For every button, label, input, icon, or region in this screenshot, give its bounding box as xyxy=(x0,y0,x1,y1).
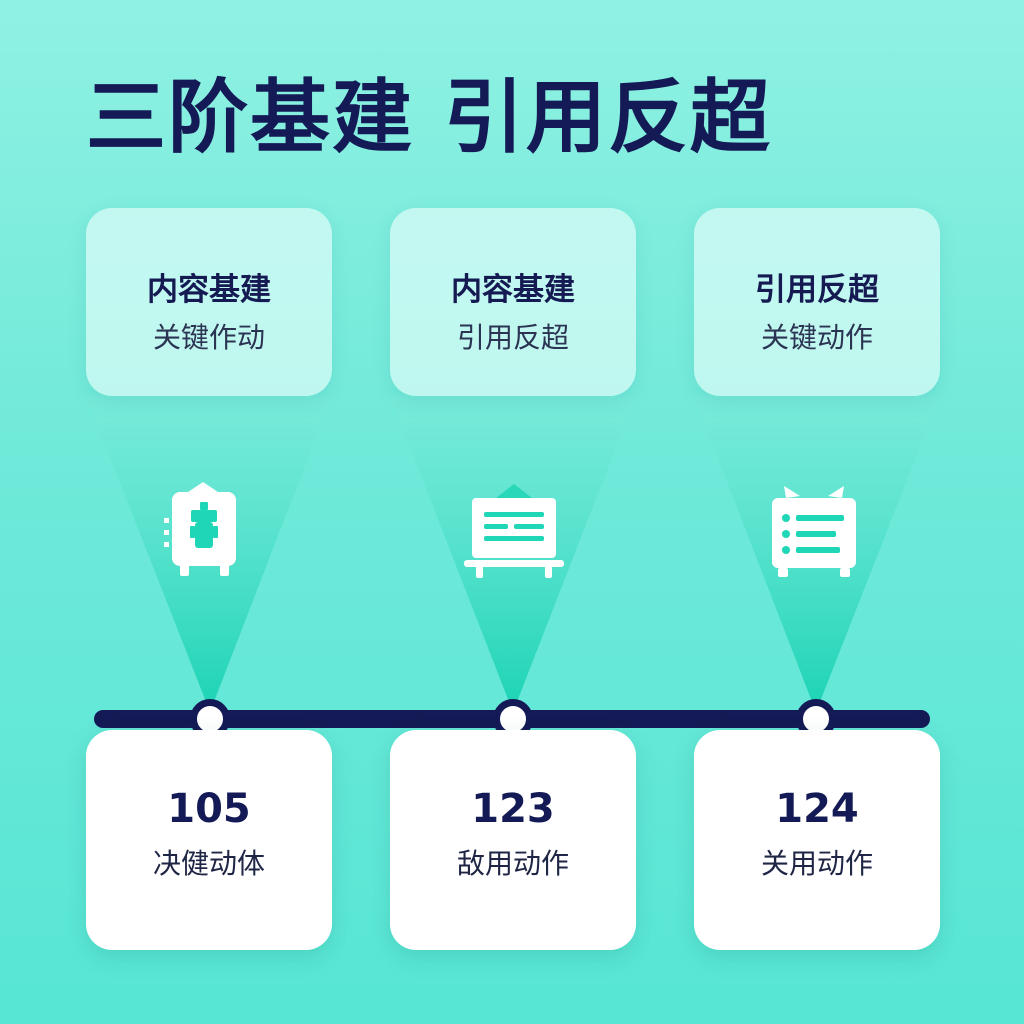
stage-1-heading: 内容基建 xyxy=(147,272,271,308)
stage-3-value: 124 xyxy=(775,786,859,832)
stage-2-heading: 内容基建 xyxy=(451,272,575,308)
stage-2-top-card: 内容基建 引用反超 xyxy=(390,208,636,396)
stage-2-value: 123 xyxy=(471,786,555,832)
stage-2-label: 敌用动作 xyxy=(456,847,569,880)
whiteboard-icon xyxy=(464,484,564,578)
list-tv-icon xyxy=(772,486,856,577)
stage-1-label: 决健动体 xyxy=(152,847,265,880)
stage-3-heading: 引用反超 xyxy=(755,272,879,308)
stage-1-value: 105 xyxy=(167,786,251,832)
stage-3-top-card: 引用反超 关键动作 xyxy=(694,208,940,396)
stage-1-bottom-card: 105 决健动体 xyxy=(86,730,332,950)
stage-2-subtitle: 引用反超 xyxy=(456,321,569,354)
stage-3-subtitle: 关键动作 xyxy=(760,321,873,354)
robot-monitor-icon xyxy=(164,482,236,576)
stage-3-bottom-card: 124 关用动作 xyxy=(694,730,940,950)
page-title: 三阶基建 引用反超 xyxy=(86,71,772,164)
stage-1-top-card: 内容基建 关键作动 xyxy=(86,208,332,396)
stage-1-subtitle: 关键作动 xyxy=(152,321,265,354)
stage-3-label: 关用动作 xyxy=(760,847,873,880)
stage-2-bottom-card: 123 敌用动作 xyxy=(390,730,636,950)
